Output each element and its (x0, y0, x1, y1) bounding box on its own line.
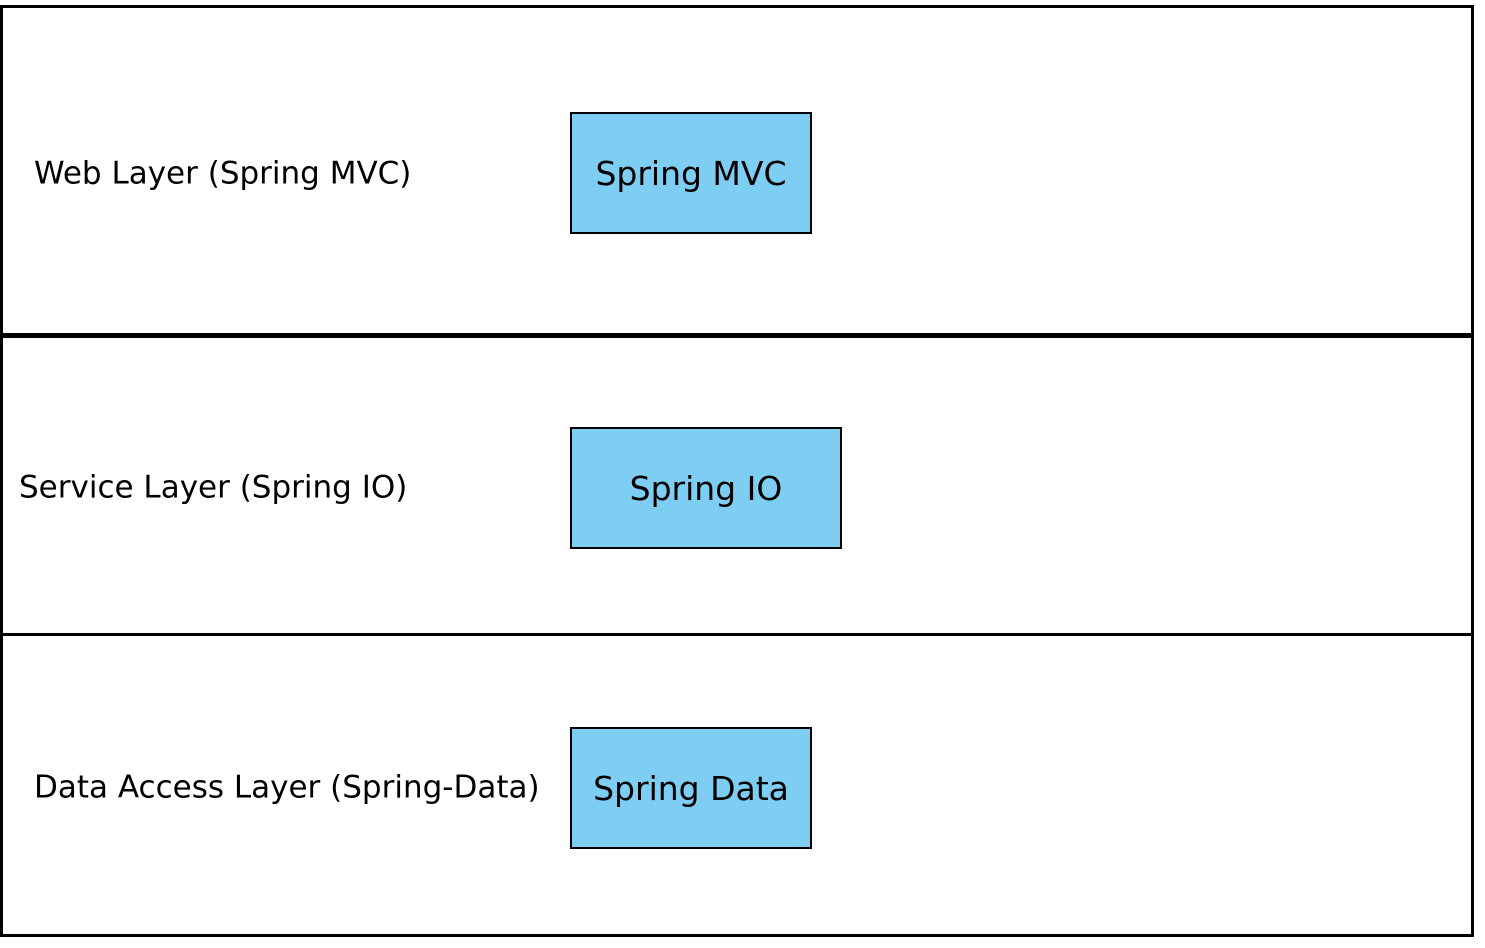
layer-label-web: Web Layer (Spring MVC) (34, 155, 412, 192)
layer-data-access: Data Access Layer (Spring-Data) Spring D… (0, 633, 1474, 937)
layer-label-data-access: Data Access Layer (Spring-Data) (34, 769, 540, 806)
component-spring-data: Spring Data (570, 727, 812, 849)
component-spring-mvc: Spring MVC (570, 112, 812, 234)
layer-web: Web Layer (Spring MVC) Spring MVC (0, 5, 1474, 336)
layer-service: Service Layer (Spring IO) Spring IO (0, 335, 1474, 636)
component-spring-io: Spring IO (570, 427, 842, 549)
layer-label-service: Service Layer (Spring IO) (19, 469, 408, 506)
